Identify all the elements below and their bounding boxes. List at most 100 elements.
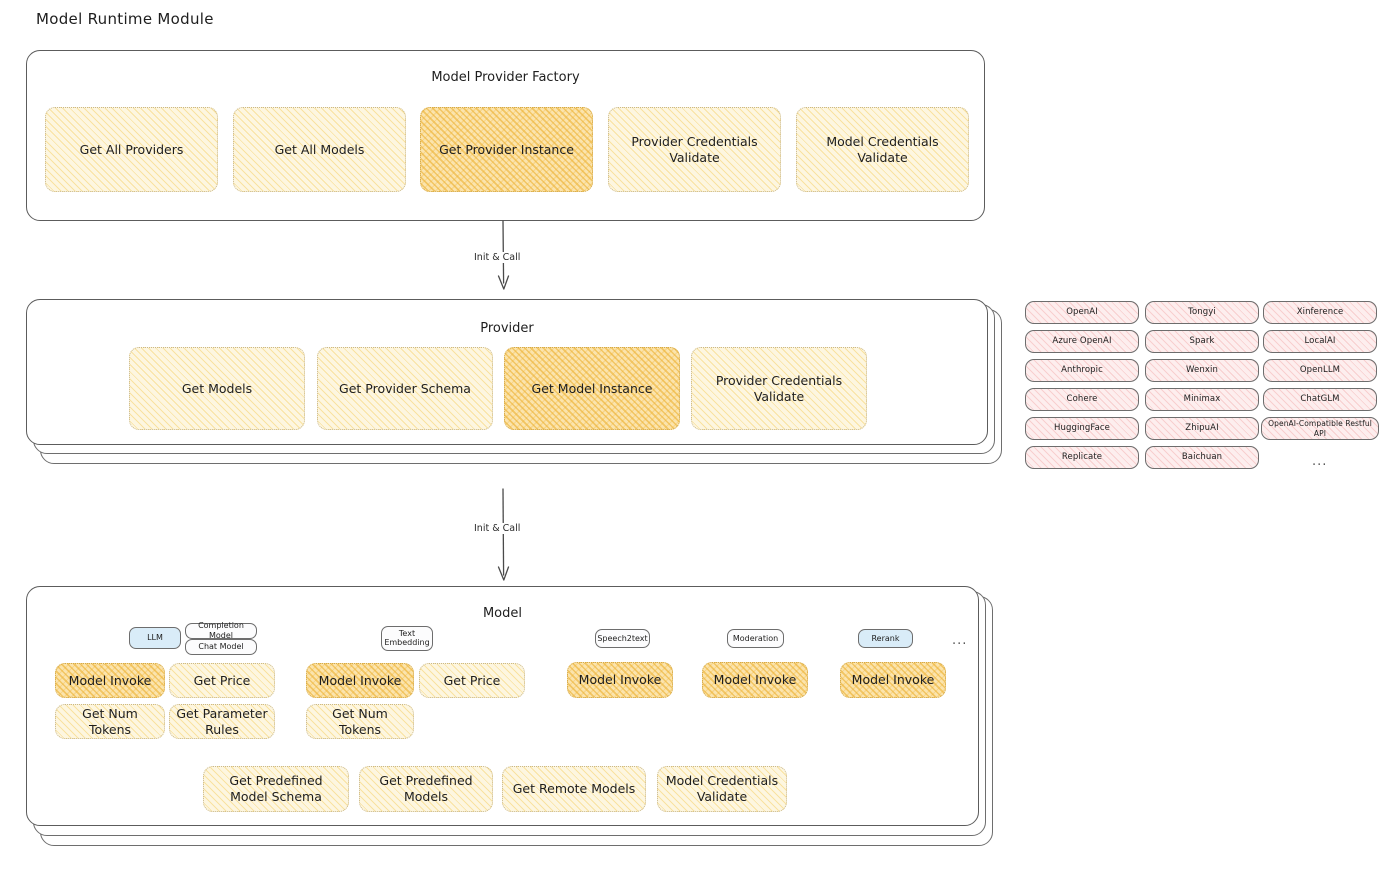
model-node-llm-get-parameter-rules[interactable]: Get Parameter Rules	[169, 704, 275, 739]
provider-node-get-model-instance[interactable]: Get Model Instance	[504, 347, 680, 430]
provider-chip-xinference[interactable]: Xinference	[1263, 301, 1377, 324]
chip-label: Cohere	[1066, 394, 1098, 405]
model-node-text-embedding-model-invoke[interactable]: Model Invoke	[306, 663, 414, 698]
node-label: Provider Credentials Validate	[631, 133, 758, 165]
provider-node-get-provider-schema[interactable]: Get Provider Schema	[317, 347, 493, 430]
model-groups-more-ellipsis: ...	[952, 633, 968, 648]
model-node-llm-model-invoke[interactable]: Model Invoke	[55, 663, 165, 698]
provider-chip-localai[interactable]: LocalAI	[1263, 330, 1377, 353]
model-badge-speech2text[interactable]: Speech2text	[595, 629, 650, 648]
provider-chip-openllm[interactable]: OpenLLM	[1263, 359, 1377, 382]
model-node-rerank-model-invoke[interactable]: Model Invoke	[840, 662, 946, 698]
provider-chip-cohere[interactable]: Cohere	[1025, 388, 1139, 411]
provider-list-more-ellipsis: ...	[1312, 454, 1328, 469]
provider-chip-replicate[interactable]: Replicate	[1025, 446, 1139, 469]
factory-node-get-provider-instance[interactable]: Get Provider Instance	[420, 107, 593, 192]
node-label: Get Models	[181, 380, 253, 396]
node-label: Get Parameter Rules	[176, 705, 268, 737]
chip-label: OpenAI	[1066, 307, 1098, 318]
chip-label: HuggingFace	[1053, 423, 1111, 434]
node-label: Get All Providers	[79, 141, 184, 157]
node-label: Model Credentials Validate	[826, 133, 939, 165]
model-provider-factory-title: Model Provider Factory	[431, 70, 580, 85]
node-label: Model Invoke	[68, 672, 152, 688]
factory-node-get-all-models[interactable]: Get All Models	[233, 107, 406, 192]
provider-chip-zhipuai[interactable]: ZhipuAI	[1145, 417, 1259, 440]
model-title: Model	[482, 606, 523, 621]
provider-chip-tongyi[interactable]: Tongyi	[1145, 301, 1259, 324]
badge-label: Speech2text	[597, 633, 648, 643]
provider-chip-openai[interactable]: OpenAI	[1025, 301, 1139, 324]
provider-chip-chatglm[interactable]: ChatGLM	[1263, 388, 1377, 411]
node-label: Model Credentials Validate	[665, 773, 779, 804]
node-label: Get Num Tokens	[82, 705, 138, 737]
badge-label: Text Embedding	[384, 628, 430, 647]
model-subbadge-completion-model[interactable]: Completion Model	[185, 621, 257, 640]
factory-node-model-credentials-validate[interactable]: Model Credentials Validate	[796, 107, 969, 192]
node-label: Get Price	[193, 672, 251, 688]
factory-node-provider-credentials-validate[interactable]: Provider Credentials Validate	[608, 107, 781, 192]
node-label: Get Predefined Models	[379, 773, 473, 804]
chip-label: Xinference	[1296, 307, 1344, 318]
provider-chip-azure-openai[interactable]: Azure OpenAI	[1025, 330, 1139, 353]
node-label: Provider Credentials Validate	[715, 372, 843, 404]
node-label: Model Invoke	[578, 672, 662, 688]
model-node-llm-get-num-tokens[interactable]: Get Num Tokens	[55, 704, 165, 739]
arrow-provider-to-model	[497, 488, 510, 581]
chip-label: Spark	[1189, 336, 1215, 347]
model-node-llm-get-price[interactable]: Get Price	[169, 663, 275, 698]
chip-label: Baichuan	[1181, 452, 1223, 463]
provider-chip-minimax[interactable]: Minimax	[1145, 388, 1259, 411]
node-label: Get Provider Instance	[439, 141, 574, 157]
node-label: Model Invoke	[713, 672, 797, 688]
model-node-get-predefined-model-schema[interactable]: Get Predefined Model Schema	[203, 766, 349, 812]
chip-label: Anthropic	[1061, 365, 1103, 376]
model-node-get-predefined-models[interactable]: Get Predefined Models	[359, 766, 493, 812]
provider-chip-wenxin[interactable]: Wenxin	[1145, 359, 1259, 382]
chip-label: Azure OpenAI	[1052, 336, 1112, 347]
node-label: Get Num Tokens	[332, 705, 388, 737]
model-node-text-embedding-get-num-tokens[interactable]: Get Num Tokens	[306, 704, 414, 739]
chip-label: Minimax	[1183, 394, 1221, 405]
badge-label: LLM	[147, 633, 163, 642]
model-subbadge-chat-model[interactable]: Chat Model	[185, 639, 257, 655]
model-node-moderation-model-invoke[interactable]: Model Invoke	[702, 662, 808, 698]
node-label: Model Invoke	[318, 672, 402, 688]
node-label: Get Predefined Model Schema	[229, 773, 323, 804]
badge-label: Rerank	[871, 633, 900, 643]
provider-chip-baichuan[interactable]: Baichuan	[1145, 446, 1259, 469]
model-node-model-credentials-validate[interactable]: Model Credentials Validate	[657, 766, 787, 812]
node-label: Get Price	[443, 672, 501, 688]
provider-node-provider-credentials-validate[interactable]: Provider Credentials Validate	[691, 347, 867, 430]
arrow-label-init-and-call-1: Init & Call	[471, 252, 524, 263]
badge-label: Moderation	[732, 633, 779, 643]
model-node-speech2text-model-invoke[interactable]: Model Invoke	[567, 662, 673, 698]
model-badge-llm[interactable]: LLM	[129, 627, 181, 649]
node-label: Get Provider Schema	[339, 380, 471, 396]
chip-label: Tongyi	[1188, 307, 1216, 318]
factory-node-get-all-providers[interactable]: Get All Providers	[45, 107, 218, 192]
model-badge-text-embedding[interactable]: Text Embedding	[381, 626, 433, 651]
node-label: Model Invoke	[851, 672, 935, 688]
provider-title: Provider	[480, 321, 534, 336]
node-label: Get Remote Models	[512, 781, 636, 797]
provider-chip-spark[interactable]: Spark	[1145, 330, 1259, 353]
provider-chip-huggingface[interactable]: HuggingFace	[1025, 417, 1139, 440]
chip-label: ZhipuAI	[1185, 423, 1219, 434]
chip-label: ChatGLM	[1300, 394, 1340, 405]
chip-label: OpenAI-Compatible Restful API	[1268, 419, 1372, 438]
model-node-text-embedding-get-price[interactable]: Get Price	[419, 663, 525, 698]
model-badge-rerank[interactable]: Rerank	[858, 629, 913, 648]
provider-node-get-models[interactable]: Get Models	[129, 347, 305, 430]
provider-chip-openai-compatible-restful-api[interactable]: OpenAI-Compatible Restful API	[1261, 417, 1379, 440]
page-title: Model Runtime Module	[36, 10, 214, 28]
model-badge-moderation[interactable]: Moderation	[727, 629, 784, 648]
provider-chip-anthropic[interactable]: Anthropic	[1025, 359, 1139, 382]
badge-label: Chat Model	[198, 642, 244, 651]
node-label: Get Model Instance	[531, 380, 653, 396]
chip-label: OpenLLM	[1299, 365, 1341, 376]
arrow-label-init-and-call-2: Init & Call	[471, 523, 524, 534]
node-label: Get All Models	[274, 141, 365, 157]
model-node-get-remote-models[interactable]: Get Remote Models	[502, 766, 646, 812]
